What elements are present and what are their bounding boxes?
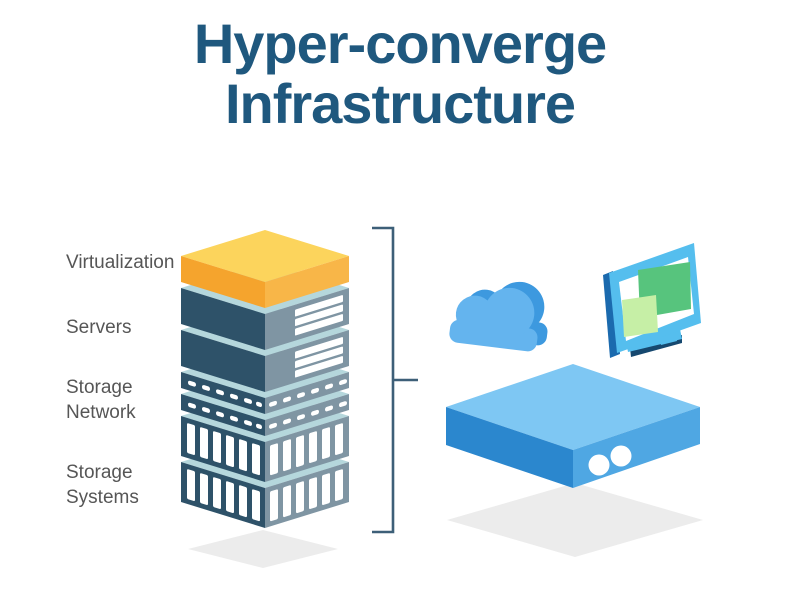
page-title: Hyper-converge Infrastructure (0, 14, 800, 134)
layer-label-virtualization: Virtualization (66, 252, 175, 273)
slab-right-face (265, 393, 349, 436)
network-dashes-left (188, 402, 262, 429)
layer-label-storage-network: Storage Network (66, 377, 136, 423)
monitor-icon (603, 243, 701, 358)
cloud-icon (449, 281, 548, 352)
slab-left-face (181, 287, 265, 350)
title-line-2: Infrastructure (224, 72, 576, 135)
title-line-1: Hyper-converge (193, 12, 607, 75)
server-vent-stripes (295, 295, 343, 336)
layer-label-storage-systems: Storage Systems (66, 462, 139, 508)
appliance-shadow (447, 483, 703, 557)
grouping-bracket (372, 226, 418, 534)
disk-bars-right (270, 469, 343, 522)
appliance-ports (588, 445, 632, 476)
layer-label-servers: Servers (66, 317, 132, 338)
network-dashes-left (188, 380, 262, 407)
appliance-front-face (446, 407, 573, 488)
appliance-box-icon (446, 364, 700, 488)
disk-bars-left (187, 469, 260, 522)
server-vent-stripes (295, 337, 343, 378)
stack-slab-virtualization (181, 230, 349, 308)
cloud-front-face (449, 287, 538, 352)
network-dashes-right (269, 379, 347, 407)
stack-shadow (188, 530, 338, 568)
disk-bars-left (187, 423, 260, 476)
slab-left-face (181, 329, 265, 392)
slab-left-face (181, 255, 265, 308)
screen-window-light-green (622, 295, 658, 337)
slab-right-face (265, 371, 349, 414)
slab-right-face (265, 255, 349, 308)
network-dashes-right (269, 401, 347, 429)
disk-bars-right (270, 423, 343, 476)
